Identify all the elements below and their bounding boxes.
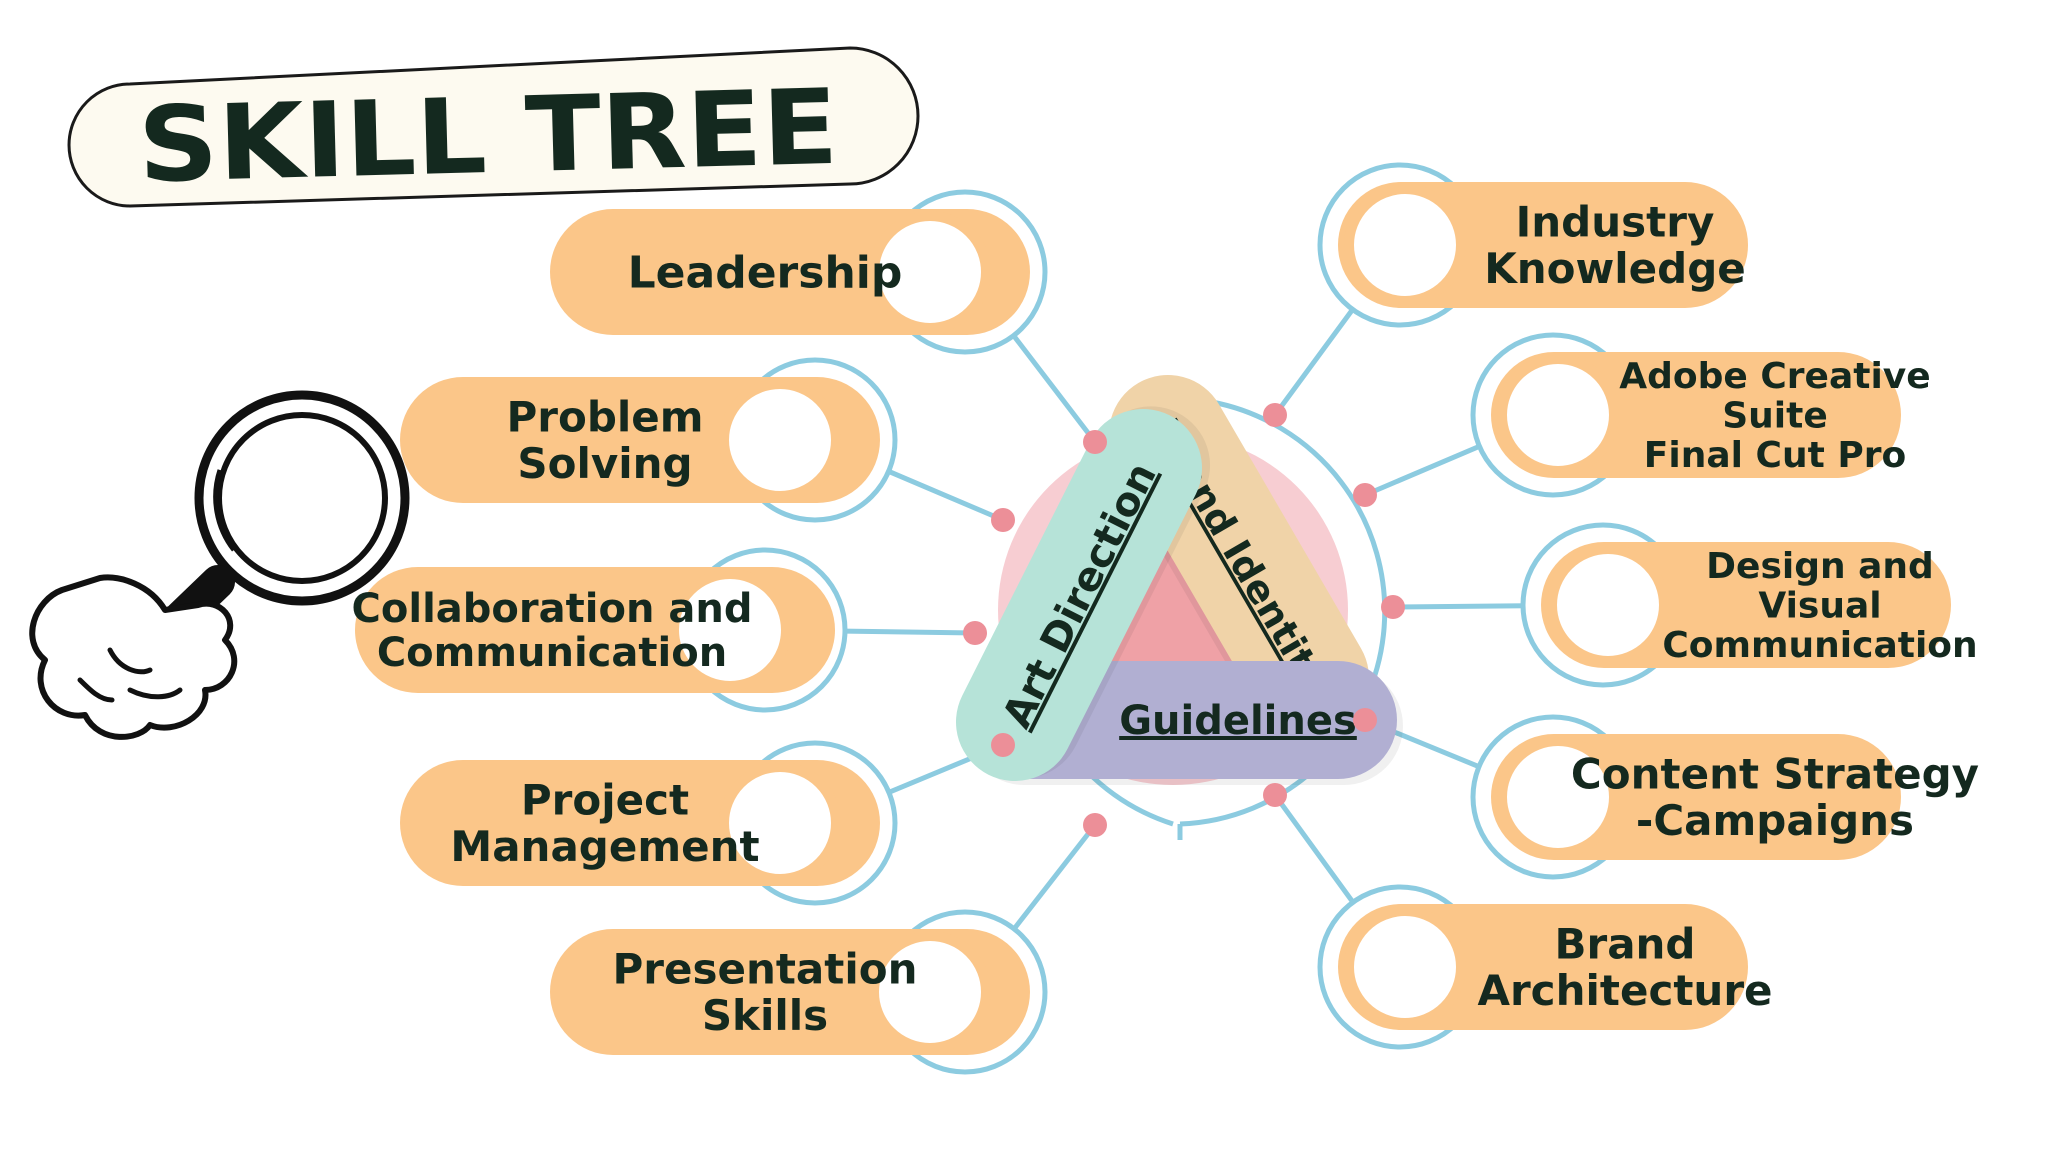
skill-label: Content Strategy-Campaigns [1571, 750, 1979, 845]
connector-dot [1353, 708, 1377, 732]
connector-dot [1381, 595, 1405, 619]
connector-dot [991, 733, 1015, 757]
node-socket [1497, 736, 1619, 858]
connector-dot [1353, 483, 1377, 507]
node-socket [1344, 184, 1466, 306]
node-socket [869, 931, 991, 1053]
connector-dot [991, 508, 1015, 532]
cartoon-hand-icon [29, 574, 238, 740]
node-socket [869, 211, 991, 333]
skill-node-content-strategy-campaigns: Content Strategy-Campaigns [1470, 714, 1979, 880]
connector-dot [1263, 403, 1287, 427]
page-title: SKILL TREE [137, 66, 840, 206]
art-direction-bar: Art Direction [956, 406, 1211, 781]
connector-dot [1083, 813, 1107, 837]
connector-dot [1263, 783, 1287, 807]
node-socket [669, 569, 791, 691]
node-socket [1497, 354, 1619, 476]
connector-dot [963, 621, 987, 645]
title-banner: SKILL TREE [67, 46, 920, 208]
connector-dot [1083, 430, 1107, 454]
node-socket [719, 762, 841, 884]
node-socket [1344, 906, 1466, 1028]
skill-node-leadership: Leadership [550, 189, 1048, 355]
node-socket [719, 379, 841, 501]
skill-label: Leadership [628, 247, 903, 298]
node-socket [1547, 544, 1669, 666]
guidelines-label: Guidelines [1119, 698, 1357, 744]
